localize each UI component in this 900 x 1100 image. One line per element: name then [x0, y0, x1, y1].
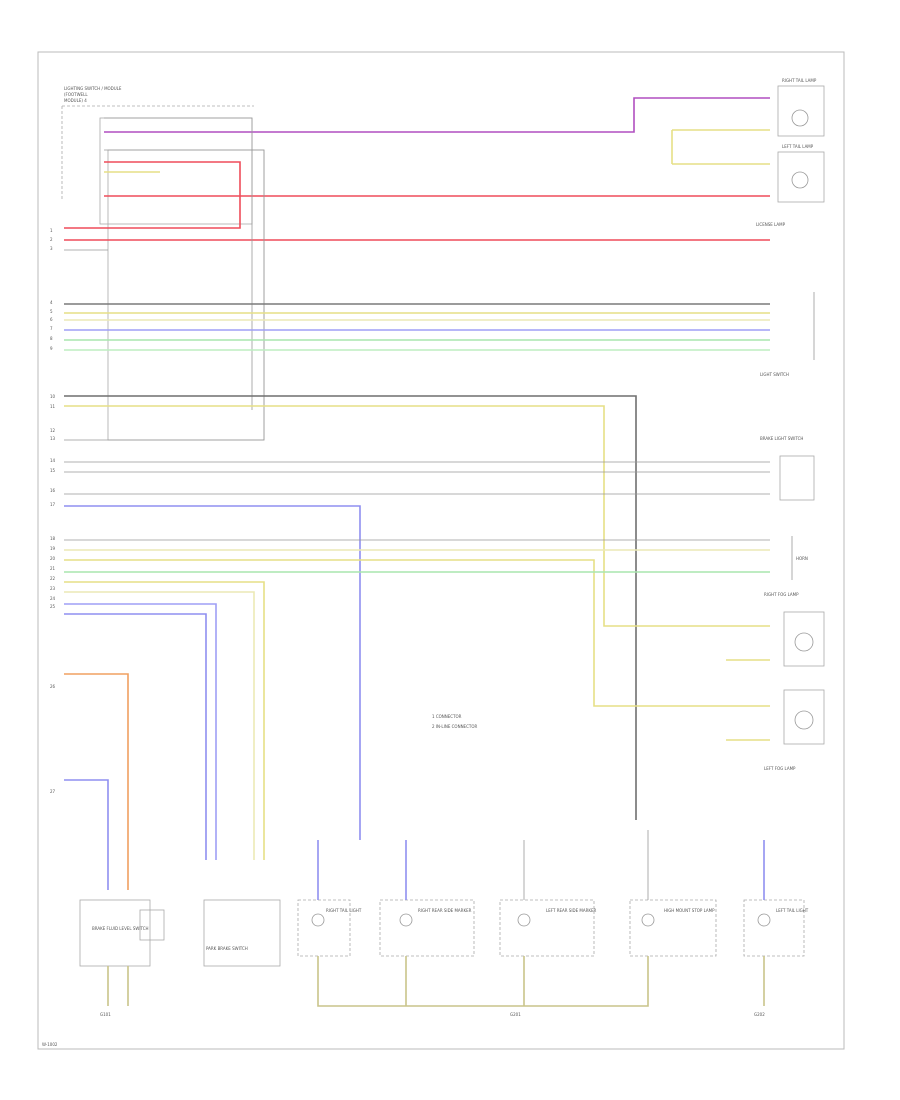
yellow-wire-horn-2 — [64, 559, 770, 707]
svg-text:21: 21 — [50, 566, 56, 571]
svg-text:LIGHTING SWITCH / MODULE: LIGHTING SWITCH / MODULE — [64, 86, 122, 91]
svg-text:G202: G202 — [754, 1012, 765, 1017]
right-fog-lamp: RIGHT FOG LAMP — [764, 592, 825, 667]
svg-text:27: 27 — [50, 789, 56, 794]
blue-wire-park-1 — [64, 603, 217, 860]
ground-lead-left — [107, 966, 129, 1006]
right-tail-lamp: RIGHT TAIL LAMP — [777, 78, 825, 137]
right-tail-light: RIGHT TAIL LIGHT — [297, 899, 362, 957]
svg-text:LEFT TAIL LAMP: LEFT TAIL LAMP — [782, 144, 814, 149]
legend: 1 CONNECTOR 2 IN-LINE CONNECTOR — [432, 714, 477, 729]
blue-wire-down — [64, 505, 361, 840]
svg-text:RIGHT FOG LAMP: RIGHT FOG LAMP — [764, 592, 799, 597]
left-rear-side-marker: LEFT REAR SIDE MARKER — [499, 899, 597, 957]
svg-text:15: 15 — [50, 468, 56, 473]
svg-text:12: 12 — [50, 428, 56, 433]
license-lamp: LICENSE LAMP — [756, 222, 786, 227]
light-switch-connector: LIGHT SWITCH — [760, 292, 815, 377]
left-tail-light: LEFT TAIL LIGHT — [743, 899, 809, 957]
svg-text:26: 26 — [50, 684, 56, 689]
diagram-frame — [37, 51, 845, 1050]
high-mount-stop-lamp: HIGH MOUNT STOP LAMP — [629, 899, 717, 957]
parking-brake-switch: PARK BRAKE SWITCH — [203, 899, 281, 967]
inner-module-box — [99, 117, 253, 225]
ground-bus — [317, 956, 649, 1007]
svg-text:RIGHT TAIL LIGHT: RIGHT TAIL LIGHT — [326, 908, 362, 913]
yellow-wire-park-2 — [64, 591, 255, 860]
svg-text:LIGHT SWITCH: LIGHT SWITCH — [760, 372, 789, 377]
svg-text:5: 5 — [50, 309, 53, 314]
svg-text:LICENSE LAMP: LICENSE LAMP — [756, 222, 786, 227]
svg-text:22: 22 — [50, 576, 56, 581]
left-pin-labels: 1 2 3 4 5 6 7 8 9 10 11 12 13 14 15 16 1… — [50, 228, 56, 794]
svg-text:1: 1 — [50, 228, 53, 233]
svg-text:3: 3 — [50, 246, 53, 251]
svg-text:17: 17 — [50, 502, 56, 507]
svg-text:23: 23 — [50, 586, 56, 591]
svg-text:4: 4 — [50, 300, 53, 305]
svg-text:14: 14 — [50, 458, 56, 463]
brake-light-switch: BRAKE LIGHT SWITCH — [760, 436, 815, 501]
svg-text:LEFT FOG LAMP: LEFT FOG LAMP — [764, 766, 796, 771]
blue-wire-park-2 — [64, 613, 207, 860]
svg-text:BRAKE FLUID LEVEL SWITCH: BRAKE FLUID LEVEL SWITCH — [92, 926, 149, 931]
yellow-wire-taillamp — [671, 129, 770, 165]
violet-wire-top — [104, 97, 770, 133]
svg-text:G201: G201 — [510, 1012, 521, 1017]
module-boundary — [61, 105, 254, 200]
svg-text:HORN: HORN — [796, 556, 808, 561]
left-tail-lamp: LEFT TAIL LAMP — [777, 144, 825, 203]
svg-text:6: 6 — [50, 317, 53, 322]
module-header: LIGHTING SWITCH / MODULE (FOOTWELL MODUL… — [64, 86, 122, 103]
dark-wire-long — [64, 395, 637, 820]
svg-text:16: 16 — [50, 488, 56, 493]
yellow-wire-fog — [64, 405, 770, 627]
left-fog-lamp: LEFT FOG LAMP — [764, 689, 825, 771]
svg-text:24: 24 — [50, 596, 56, 601]
svg-text:RIGHT REAR SIDE MARKER: RIGHT REAR SIDE MARKER — [418, 908, 472, 913]
yellow-wire-park-1 — [64, 581, 265, 860]
orange-wire — [64, 673, 129, 890]
svg-text:LEFT TAIL LIGHT: LEFT TAIL LIGHT — [776, 908, 809, 913]
svg-text:20: 20 — [50, 556, 56, 561]
svg-text:RIGHT TAIL LAMP: RIGHT TAIL LAMP — [782, 78, 817, 83]
svg-text:PARK BRAKE SWITCH: PARK BRAKE SWITCH — [206, 946, 248, 951]
grey-wire-module — [64, 149, 265, 441]
yellow-wire-fog-feed — [726, 659, 770, 741]
svg-text:2 IN-LINE CONNECTOR: 2 IN-LINE CONNECTOR — [432, 724, 477, 729]
ground-labels: G101 G201 G202 — [100, 1012, 765, 1017]
svg-text:2: 2 — [50, 237, 53, 242]
red-wire-top — [64, 161, 241, 229]
blue-wire-brakefluid — [64, 779, 109, 890]
footer-code: W-1002 — [42, 1042, 58, 1047]
svg-text:HIGH MOUNT STOP LAMP: HIGH MOUNT STOP LAMP — [664, 908, 715, 913]
right-rear-side-marker: RIGHT REAR SIDE MARKER — [379, 899, 475, 957]
svg-text:G101: G101 — [100, 1012, 111, 1017]
svg-text:BRAKE LIGHT SWITCH: BRAKE LIGHT SWITCH — [760, 436, 803, 441]
horn: HORN — [791, 536, 808, 580]
grey-riser-1 — [523, 830, 649, 900]
svg-text:10: 10 — [50, 394, 56, 399]
svg-text:MODULE) 4: MODULE) 4 — [64, 98, 87, 103]
svg-text:(FOOTWELL: (FOOTWELL — [64, 92, 88, 97]
svg-text:1 CONNECTOR: 1 CONNECTOR — [432, 714, 462, 719]
svg-text:8: 8 — [50, 336, 53, 341]
svg-text:19: 19 — [50, 546, 56, 551]
svg-text:18: 18 — [50, 536, 56, 541]
svg-text:7: 7 — [50, 326, 53, 331]
svg-text:LEFT REAR SIDE MARKER: LEFT REAR SIDE MARKER — [546, 908, 597, 913]
brake-fluid-level-switch: BRAKE FLUID LEVEL SWITCH — [79, 899, 165, 967]
svg-text:11: 11 — [50, 404, 56, 409]
svg-text:25: 25 — [50, 604, 56, 609]
svg-text:13: 13 — [50, 436, 56, 441]
svg-text:9: 9 — [50, 346, 53, 351]
